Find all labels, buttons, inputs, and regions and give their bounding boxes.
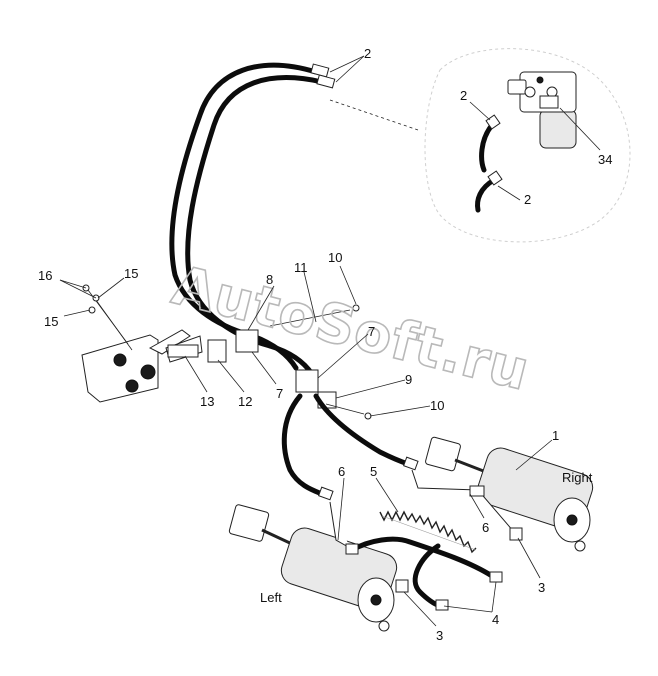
callout-2-inset-upper: 2 (460, 88, 467, 103)
callout-12: 12 (238, 394, 252, 409)
fitting-cross-b (489, 571, 503, 583)
tube-6-right (411, 469, 515, 533)
inset-hose-upper (479, 122, 495, 173)
label-right: Right (562, 470, 593, 485)
mounting-bracket (81, 329, 203, 403)
fitting-cross-a (345, 543, 359, 555)
fitting-tee-right (469, 485, 485, 497)
callout-16: 16 (38, 268, 52, 283)
fitting-left-lower (318, 486, 334, 501)
callout-3-left: 3 (436, 628, 443, 643)
bolt-11 (269, 309, 351, 327)
callout-11: 11 (294, 260, 308, 275)
callout-6-right: 6 (482, 520, 489, 535)
clamp-plate-13 (167, 344, 199, 358)
callout-7-left: 7 (276, 386, 283, 401)
callout-4: 4 (492, 612, 499, 627)
hose-end-fitting-a (310, 63, 330, 78)
inset-boundary (424, 48, 631, 243)
inset-pointer (329, 99, 419, 131)
hydraulic-cylinder-left (228, 504, 398, 632)
nut-10-upper (352, 304, 360, 312)
spring-guard-core (381, 515, 477, 551)
leader-lines (59, 55, 601, 627)
callout-1: 1 (552, 428, 559, 443)
hydraulic-cylinder-right (425, 436, 594, 552)
clamp-block-7-lower (295, 369, 319, 393)
callout-10-upper: 10 (328, 250, 342, 265)
label-left: Left (260, 590, 282, 605)
hose-end-fitting-b (316, 74, 336, 89)
fitting-elbow-left (395, 579, 409, 593)
fitting-right-upper (403, 456, 419, 471)
callout-34: 34 (598, 152, 612, 167)
hose-cross-lower (412, 543, 443, 609)
callout-15-lower: 15 (44, 314, 58, 329)
callout-15-upper: 15 (124, 266, 138, 281)
callout-2-inset-lower: 2 (524, 192, 531, 207)
hose-to-left-cylinder (281, 393, 325, 497)
fitting-elbow-right (509, 527, 523, 541)
tube-6-left (329, 501, 351, 549)
callout-8: 8 (266, 272, 273, 287)
callout-13: 13 (200, 394, 214, 409)
bolt-lower (325, 403, 365, 415)
spring-guard-5 (379, 510, 477, 554)
hose-to-right-cylinder (313, 393, 411, 467)
inset-fitting-lower (487, 170, 503, 186)
callout-6-left: 6 (338, 464, 345, 479)
callout-2-top: 2 (364, 46, 371, 61)
inset-fitting-upper (485, 114, 501, 130)
fitting-cross-c (435, 599, 449, 611)
callout-3-right: 3 (538, 580, 545, 595)
inset-hose-lower (475, 177, 497, 213)
clamp-block-12 (207, 339, 227, 363)
callout-5: 5 (370, 464, 377, 479)
watermark: AutoSoft.ru (166, 253, 535, 402)
callout-9: 9 (405, 372, 412, 387)
hose-upper-left (169, 62, 319, 338)
hose-upper-right (185, 75, 325, 349)
steering-valve (507, 71, 577, 149)
hose-cross-upper (349, 536, 495, 579)
clamp-block-7-upper (235, 329, 259, 353)
callout-7-right: 7 (368, 324, 375, 339)
callout-10-lower: 10 (430, 398, 444, 413)
